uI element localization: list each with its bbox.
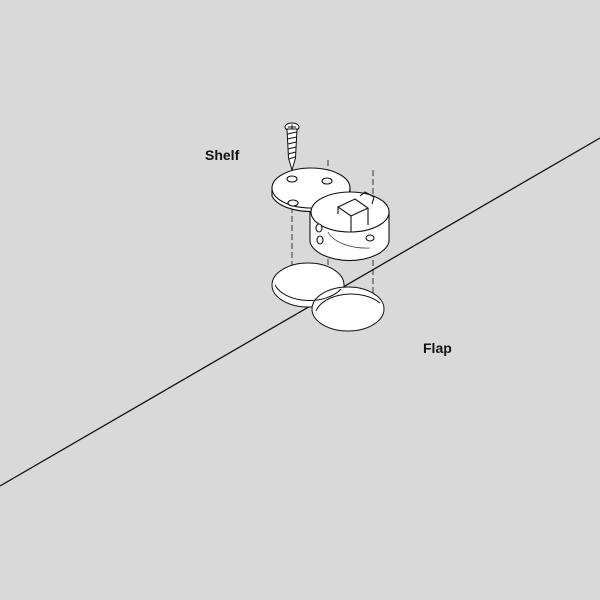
screw-hole (287, 199, 299, 207)
screw-icon (284, 122, 300, 172)
flap-recess (311, 286, 385, 332)
screw-hole (321, 177, 333, 185)
shelf-label: Shelf (205, 147, 240, 163)
flap-label: Flap (423, 340, 452, 356)
flap-hinge-icon (271, 167, 390, 262)
screw-hole (286, 175, 298, 183)
recess-holes (271, 262, 385, 332)
surface-edge-line (0, 137, 600, 487)
